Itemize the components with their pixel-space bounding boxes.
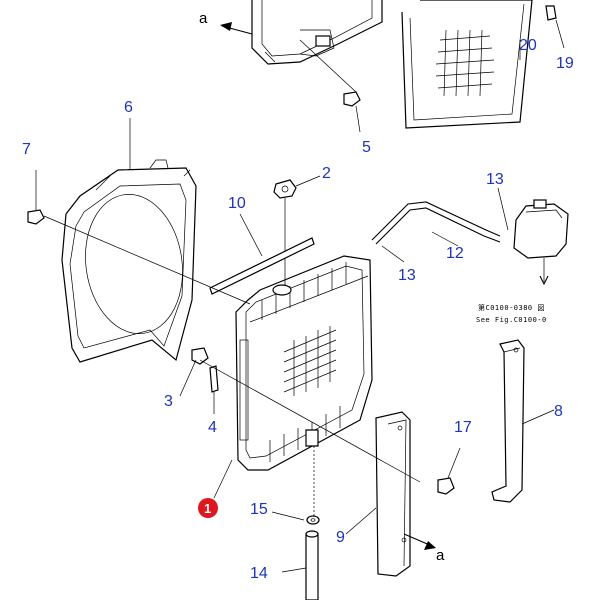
overflow-hose-12 — [371, 201, 501, 245]
drain-tube-14 — [305, 530, 319, 600]
callout-1-badge: 1 — [198, 498, 218, 518]
note-line-1: 第C0100-0380 図 — [478, 303, 545, 312]
note-line-2: See Fig.C0100-0 — [476, 316, 547, 324]
callout-13-top: 13 — [486, 171, 504, 188]
callout-7: 7 — [22, 141, 31, 158]
arrow-a-top: a — [199, 10, 253, 35]
callout-8: 8 — [554, 403, 563, 420]
leader-lines — [35, 19, 565, 573]
radiator-cap-2 — [273, 179, 297, 286]
fan-shroud-6 — [61, 159, 197, 363]
callout-3: 3 — [164, 393, 173, 410]
bolt-7 — [27, 209, 45, 225]
callout-20: 20 — [519, 37, 537, 54]
callout-17: 17 — [454, 419, 472, 436]
callout-12: 12 — [446, 245, 464, 262]
arrow-label-a-top: a — [199, 10, 208, 27]
bracket-9 — [375, 411, 411, 577]
seal-strip-10 — [209, 237, 315, 295]
callout-14: 14 — [250, 565, 268, 582]
callout-15: 15 — [250, 501, 268, 518]
callout-19: 19 — [556, 55, 574, 72]
callout-2: 2 — [322, 165, 331, 182]
figure-reference-note: 第C0100-0380 図 See Fig.C0100-0 — [476, 303, 547, 324]
callout-6: 6 — [124, 99, 133, 116]
washer-15 — [306, 515, 320, 525]
callout-numbers: 20 19 6 7 5 2 13 10 12 13 3 4 8 17 15 9 … — [22, 37, 574, 582]
callout-9: 9 — [336, 529, 345, 546]
drain-cock-3 — [191, 347, 209, 365]
bolt-5 — [343, 91, 361, 107]
arrow-a-bottom: a — [403, 533, 445, 564]
arrow-label-a-bottom: a — [436, 547, 445, 564]
bolt-17 — [437, 477, 455, 495]
radiator-mesh-screen — [401, 0, 533, 129]
callout-13-mid: 13 — [398, 267, 416, 284]
bracket-8 — [491, 339, 525, 503]
callout-10: 10 — [228, 195, 246, 212]
callout-1: 1 — [204, 501, 211, 516]
upper-shroud-assembly — [251, 0, 383, 65]
callout-4: 4 — [208, 419, 217, 436]
part-19-clip — [545, 5, 557, 21]
pin-4 — [209, 365, 219, 393]
highlight-circle — [198, 498, 218, 518]
reservoir-tank — [513, 199, 569, 286]
callout-5: 5 — [362, 139, 371, 156]
radiator-core-1 — [235, 255, 373, 471]
